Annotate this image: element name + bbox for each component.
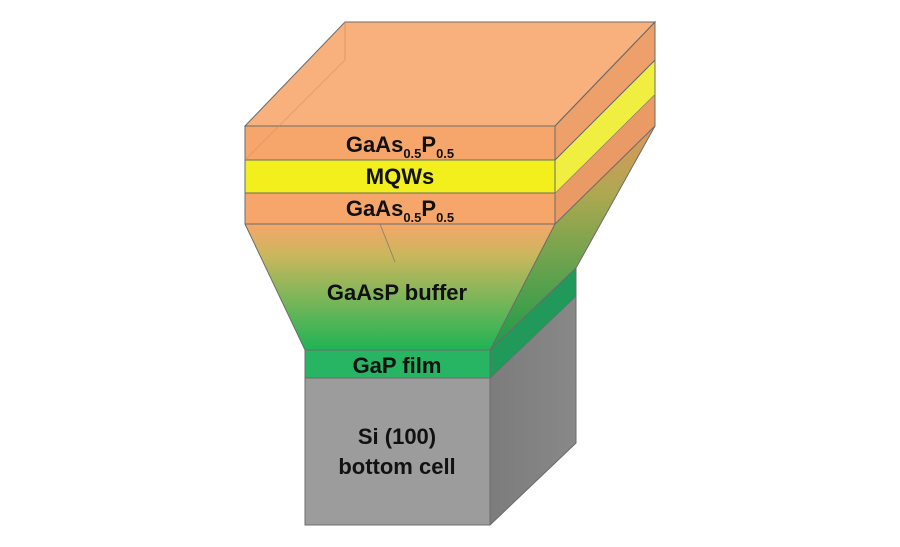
gap-film-front [305,350,490,378]
si-substrate-label-line2: bottom cell [338,454,455,479]
mqws-front [245,160,555,193]
si-substrate-side [490,296,576,525]
top-gaasp-slab [243,20,657,161]
gaasp-buffer-layer [244,125,656,351]
mqws-slab [244,58,656,194]
buffer-label: GaAsP buffer [327,280,468,305]
top-gaasp-side [555,22,655,160]
top-gaasp-label: GaAs0.5P0.5 [346,132,454,161]
mqws-side [555,60,655,193]
mqws-label: MQWs [366,164,434,189]
top-gaasp-front [245,126,555,160]
si-substrate-front [305,378,490,525]
si-substrate-label-line1: Si (100) [358,424,436,449]
gap-film-side [490,268,576,378]
lower-gaasp-side [555,94,655,224]
top-gaasp-top [245,22,655,126]
lower-gaasp-front [245,193,555,224]
lower-gaasp-label: GaAs0.5P0.5 [346,196,454,225]
gap-film-label: GaP film [353,353,442,378]
buffer-side [490,126,655,350]
buffer-front [245,224,555,350]
